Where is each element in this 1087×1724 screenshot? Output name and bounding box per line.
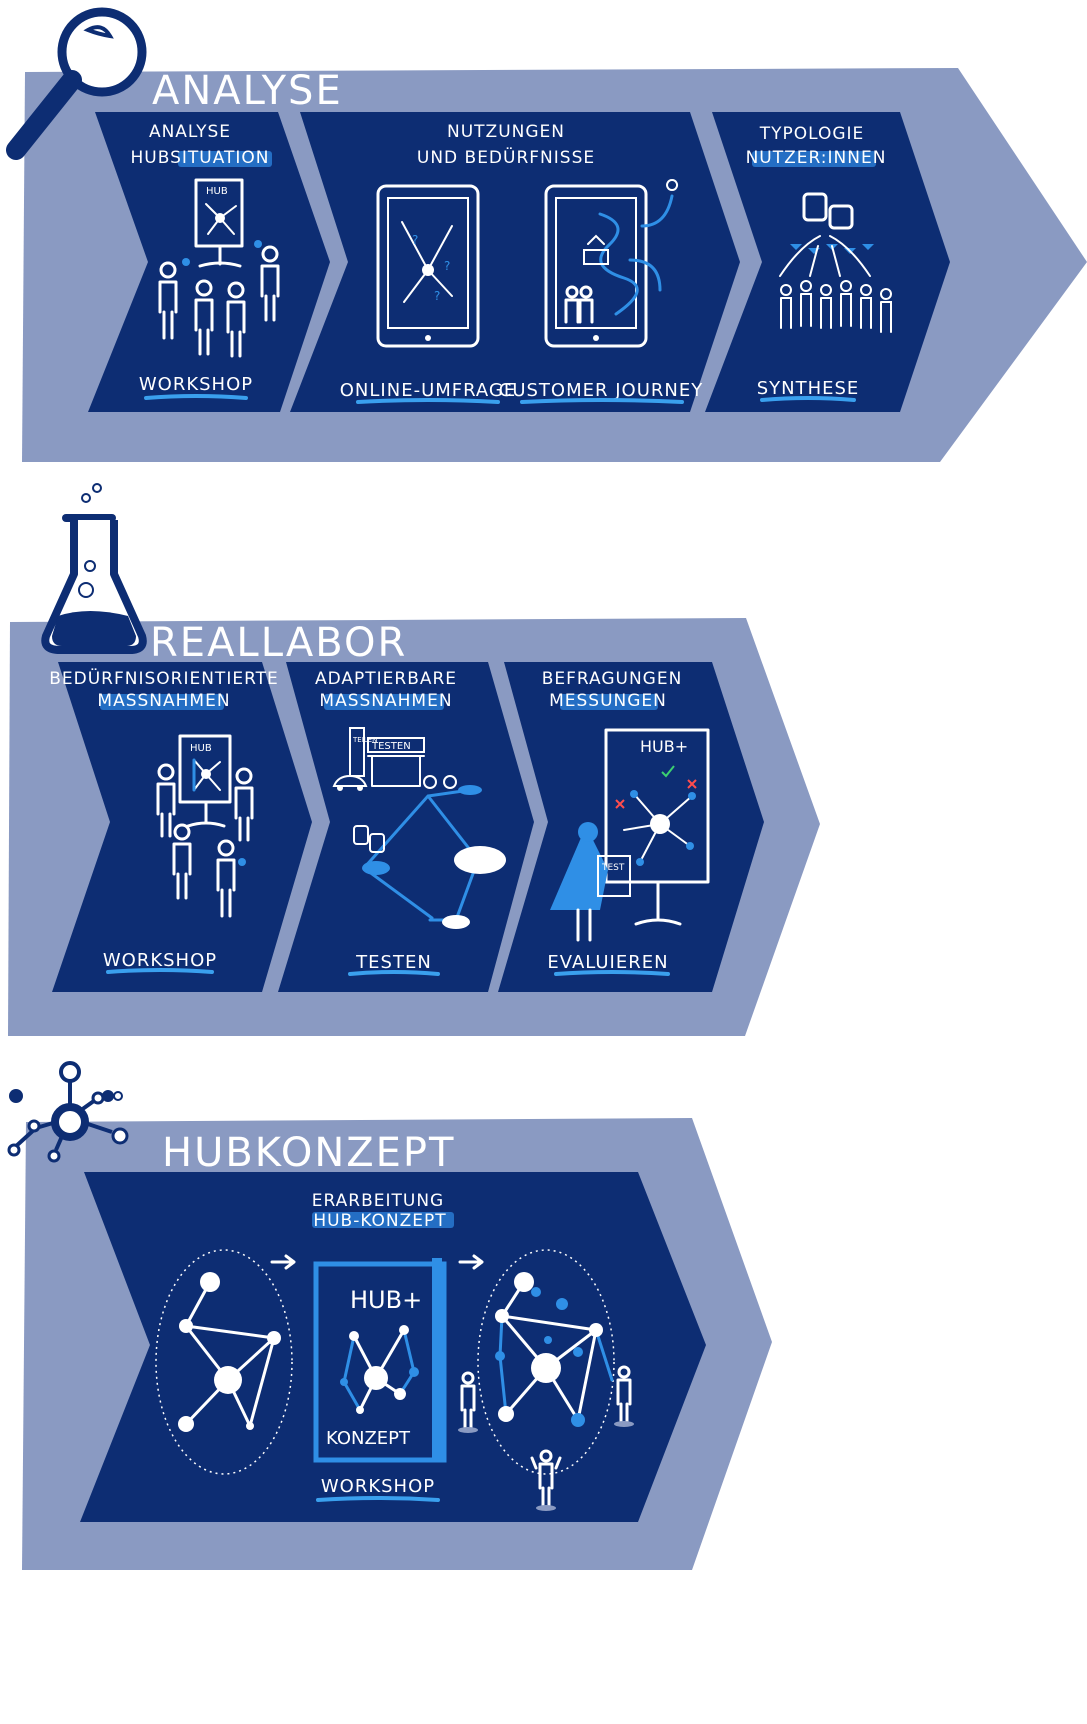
method-label: WORKSHOP (139, 374, 253, 395)
people-sketch (158, 240, 280, 358)
sketch-test-label: TEST (601, 863, 625, 873)
method-label: SYNTHESE (757, 378, 860, 399)
phase-title: REALLABOR (150, 620, 407, 666)
step-title-line-2: MASSNAHMEN (319, 691, 452, 711)
chevron-step-1 (52, 662, 312, 992)
sketch-teilen-label: TEILEN (352, 736, 377, 744)
step-title-line-2: MESSUNGEN (549, 691, 667, 711)
svg-text:?: ? (412, 233, 418, 247)
chevron-step-1 (88, 112, 330, 412)
method-underline (144, 394, 248, 400)
tablet-survey-sketch: ? ? ? (376, 184, 480, 348)
network-after-sketch (477, 1249, 615, 1475)
sketch-hub-label: HUB (206, 186, 228, 197)
hub-board-sketch: HUB (156, 734, 254, 918)
title-highlight (324, 694, 444, 710)
sketch-konzept-label: KONZEPT (326, 1428, 411, 1449)
network-before-sketch (155, 1249, 293, 1475)
step-title-line-1: ERARBEITUNG (312, 1191, 444, 1211)
arrow-right-icon (458, 1254, 484, 1270)
hub-concept-board-sketch: HUB+ KONZEPT (313, 1258, 447, 1463)
step-title-line-1: BEDÜRFNISORIENTIERTE (49, 667, 279, 689)
testing-sketch: TEILEN TESTEN (332, 727, 506, 929)
svg-text:?: ? (444, 259, 450, 273)
sketch-hub-plus-label: HUB+ (640, 737, 688, 756)
method-label: EVALUIEREN (547, 952, 668, 973)
phase-hubkonzept: HUBKONZEPT ERARBEITUNG HUB-KONZEPT HUB+ (7, 1061, 772, 1570)
title-highlight (560, 694, 658, 710)
method-label: WORKSHOP (321, 1476, 435, 1497)
method-label: CUSTOMER JOURNEY (499, 380, 703, 401)
method-underline (520, 398, 684, 404)
phase-reallabor: REALLABOR BEDÜRFNISORIENTIERTE MASSNAHME… (8, 483, 820, 1036)
title-highlight (312, 1212, 454, 1228)
step-title-line-1: TYPOLOGIE (759, 124, 865, 144)
arrow-right-icon (270, 1254, 296, 1270)
step-title-line-2: NUTZER:INNEN (746, 148, 887, 168)
title-highlight (178, 151, 272, 167)
hub-board-sketch: HUB (194, 178, 244, 268)
step-title-line-1: BEFRAGUNGEN (542, 669, 683, 689)
method-label: WORKSHOP (103, 950, 217, 971)
sketch-testen-label: TESTEN (371, 741, 411, 752)
svg-text:?: ? (434, 289, 440, 303)
people-sketch (458, 1365, 634, 1511)
step-title-line-2: HUBSITUATION (130, 148, 269, 168)
method-label: ONLINE-UMFRAGE (340, 380, 516, 401)
evaluation-board-sketch: HUB+ TEST (550, 728, 710, 942)
phase-title: HUBKONZEPT (162, 1130, 455, 1176)
network-icon (7, 1061, 129, 1163)
chevron-step-2 (278, 662, 534, 992)
step-title-line-2: MASSNAHMEN (97, 691, 230, 711)
step-title-line-2: HUB-KONZEPT (313, 1211, 446, 1231)
title-highlight (100, 694, 224, 710)
method-underline (356, 398, 500, 404)
method-underline (106, 968, 214, 974)
crowd-typology-sketch (779, 192, 892, 333)
method-underline (760, 396, 856, 402)
tablet-journey-sketch (544, 179, 679, 348)
step-title-line-2: UND BEDÜRFNISSE (417, 146, 595, 168)
magnifier-icon (6, 7, 147, 160)
sketch-hub-label: HUB (190, 743, 212, 754)
step-title-line-1: NUTZUNGEN (447, 122, 565, 142)
method-underline (316, 1496, 440, 1502)
step-title-line-1: ANALYSE (149, 122, 231, 142)
step-title-line-1: ADAPTIERBARE (315, 669, 457, 689)
method-underline (554, 970, 670, 976)
title-highlight (752, 151, 876, 167)
phase-title: ANALYSE (152, 68, 343, 114)
flask-icon (41, 483, 147, 654)
method-label: TESTEN (355, 952, 432, 973)
method-underline (348, 970, 440, 976)
sketch-hub-plus-label: HUB+ (350, 1286, 422, 1314)
phase-analyse: ANALYSE ANALYSE HUBSITUATION HUB WORKSHO… (6, 7, 1087, 462)
chevron-step-3 (705, 112, 950, 412)
